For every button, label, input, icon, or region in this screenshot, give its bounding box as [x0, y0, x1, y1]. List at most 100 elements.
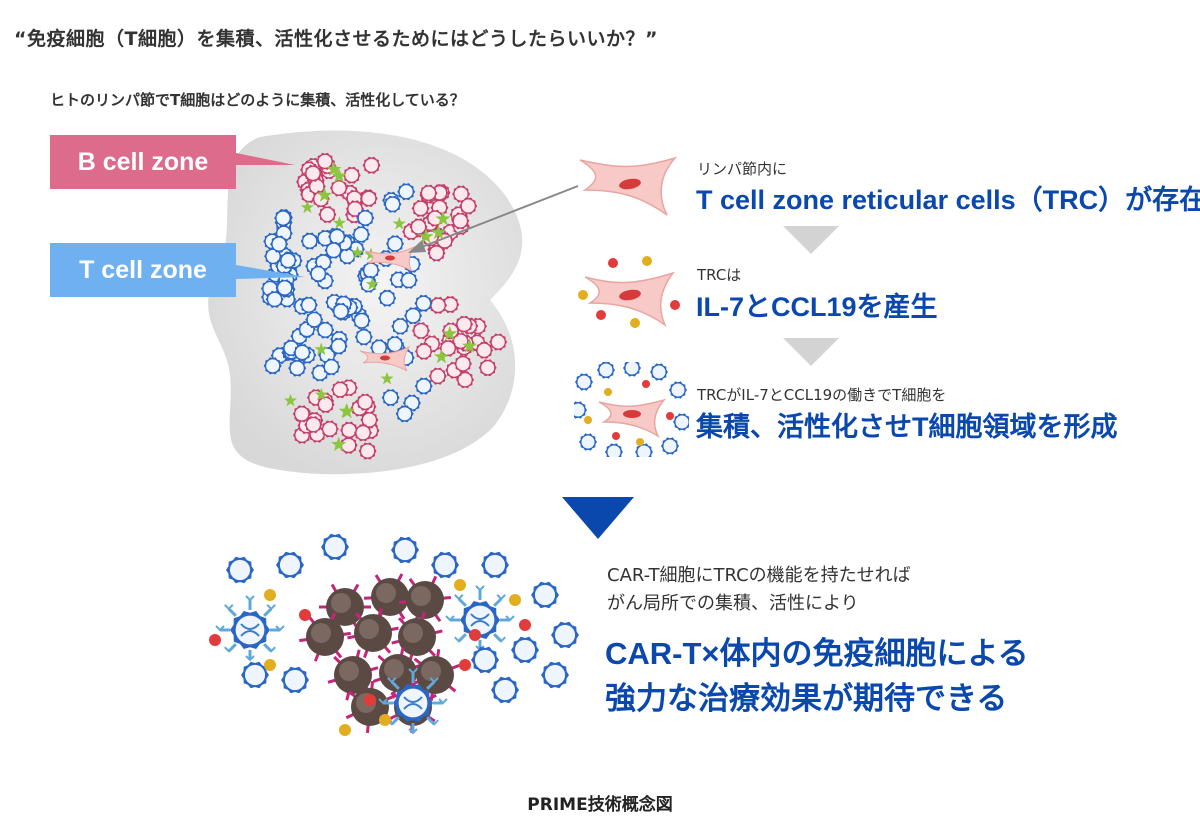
tcell-cluster-icon: [574, 362, 689, 457]
t-cell: [305, 311, 324, 329]
tumor-cell: [372, 647, 424, 699]
lymph-node-illustration: [208, 130, 523, 475]
t-cell: [316, 321, 335, 339]
b-cell: [409, 218, 428, 236]
trc-pointer-arrow: [408, 185, 579, 253]
b-cell: [428, 367, 447, 385]
t-cell: [635, 443, 653, 457]
t-cell: [414, 294, 433, 312]
dna-icon: [403, 696, 423, 710]
t-cell: [279, 251, 297, 269]
cytokine-dot: [519, 619, 531, 631]
t-cell: [661, 437, 679, 455]
b-cell: [414, 342, 433, 360]
dendritic-cell: [314, 387, 328, 401]
t-cell: [321, 533, 349, 561]
conclusion-headline2: 強力な治療効果が期待できる: [605, 681, 1008, 716]
follicular-dendritic-cell: [435, 210, 451, 226]
t-cell: [265, 290, 284, 308]
tumor-cell: [299, 612, 351, 662]
b-cell: [340, 421, 359, 439]
b-cell: [316, 396, 335, 414]
t-cell: [597, 362, 615, 379]
t-cell-zone-label: T cell zone: [79, 255, 207, 284]
b-cell: [339, 436, 358, 454]
t-cell: [309, 265, 328, 283]
t-cell: [541, 661, 569, 689]
t-cell: [511, 636, 539, 664]
t-cell: [361, 261, 380, 279]
cytokine-dot: [264, 589, 276, 601]
b-cell: [356, 393, 375, 411]
tumor-illustration: [209, 533, 579, 736]
t-cell: [574, 401, 587, 419]
t-cell: [431, 551, 459, 579]
b-cell: [320, 420, 339, 438]
dendritic-cell: [332, 216, 347, 229]
dendritic-cell: [350, 245, 365, 259]
trc-nucleus: [385, 255, 395, 261]
b-cell: [412, 322, 430, 340]
t-cell: [338, 247, 357, 265]
b-cell: [419, 184, 438, 202]
follicular-dendritic-cell: [418, 228, 434, 244]
t-cell: [397, 183, 416, 201]
b-cell: [359, 189, 378, 207]
t-cell: [481, 551, 509, 579]
t-cell: [324, 241, 343, 259]
t-cell: [281, 666, 309, 694]
t-cell: [328, 228, 347, 246]
cytokine-dot: [509, 594, 521, 606]
t-cell: [491, 676, 519, 704]
b-cell: [292, 405, 311, 423]
step2-headline: IL-7とCCL19を産生: [696, 292, 938, 322]
main-question: “免疫細胞（T細胞）を集積、活性化させるためにはどうしたらいいか？”: [14, 28, 658, 50]
t-cell: [386, 235, 404, 253]
down-arrow-2: [783, 338, 839, 366]
figure-caption: PRIME技術概念図: [527, 795, 673, 815]
follicular-dendritic-cell: [433, 348, 449, 364]
b-cell: [439, 339, 458, 357]
b-cell: [489, 333, 508, 351]
b-cell: [451, 212, 470, 230]
t-cell: [276, 551, 304, 579]
cytokine-dot: [264, 659, 276, 671]
t-cell: [316, 229, 335, 247]
b-cell: [475, 341, 494, 359]
t-cell: [263, 357, 282, 375]
t-cell: [673, 413, 689, 431]
follicular-dendritic-cell: [331, 436, 347, 452]
b-cell: [304, 164, 322, 182]
follicular-dendritic-cell: [430, 224, 447, 240]
dendritic-cell: [283, 393, 298, 407]
dna-icon: [470, 613, 490, 627]
cytokine-dot: [299, 609, 311, 621]
t-cell: [471, 646, 499, 674]
car-t-body: [230, 611, 270, 649]
b-cell: [307, 177, 326, 195]
dendritic-cell: [365, 277, 379, 290]
t-cell: [381, 389, 400, 407]
dna-icon: [240, 623, 260, 637]
b-cell: [454, 355, 472, 373]
step3-headline: 集積、活性化させT細胞領域を形成: [696, 412, 1118, 442]
big-down-arrow: [562, 497, 634, 539]
t-cell: [354, 328, 373, 346]
step1-caption: リンパ節内に: [697, 160, 788, 178]
tumor-cell: [391, 611, 443, 663]
t-cell-zone-callout: [50, 243, 305, 297]
conclusion-line1: CAR-T細胞にTRCの機能を持たせれば: [607, 565, 911, 586]
t-cell: [605, 443, 623, 457]
step2-caption: TRCは: [697, 266, 742, 284]
t-cell: [623, 362, 641, 377]
car-t-body: [460, 601, 500, 639]
t-cell: [322, 358, 341, 376]
t-cell: [395, 405, 414, 423]
tumor-cell: [363, 573, 417, 621]
t-cell: [404, 307, 423, 325]
b-cell: [330, 179, 348, 197]
t-cell: [356, 209, 375, 227]
t-cell: [391, 536, 419, 564]
b-cell-zone-label: B cell zone: [77, 147, 209, 176]
follicular-dendritic-cell: [316, 187, 333, 202]
